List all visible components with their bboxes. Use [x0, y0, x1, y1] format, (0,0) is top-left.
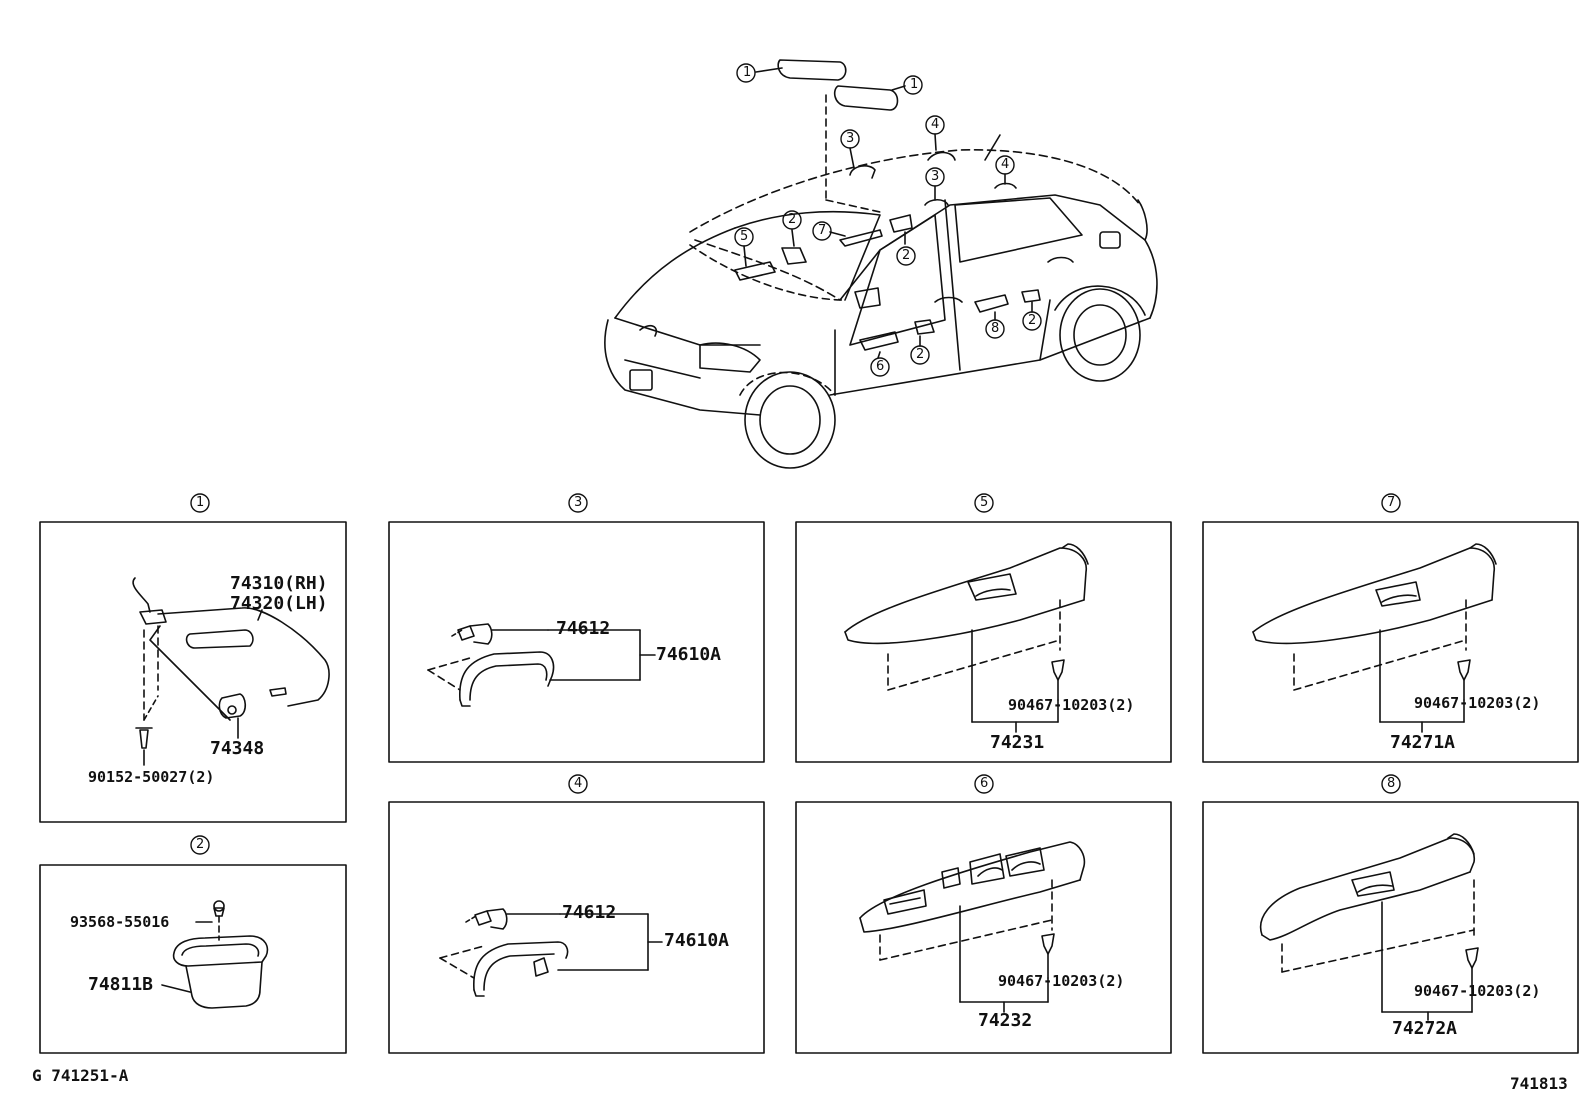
figure-code: G 741251-A [32, 1066, 129, 1085]
panel-4-grip-art [439, 908, 663, 997]
part-74320-lh: 74320(LH) [230, 593, 328, 614]
part-74610a-a: 74610A [656, 644, 722, 665]
panel-7-title: 7 [1387, 495, 1396, 510]
part-74310-rh: 74310(RH) [230, 573, 328, 594]
callout-6: 6 [876, 359, 885, 374]
panel-3-title: 3 [574, 495, 583, 510]
part-74232: 74232 [978, 1010, 1033, 1031]
panel-8-switch-art [1259, 833, 1479, 1021]
panel-3-grip-art [427, 623, 656, 707]
callout-5: 5 [740, 229, 749, 244]
panel-1-visor-art [132, 577, 330, 766]
part-74272a: 74272A [1392, 1018, 1458, 1039]
panel-4-title: 4 [574, 776, 583, 791]
panel-5-title: 5 [980, 495, 989, 510]
part-74271a: 74271A [1390, 732, 1456, 753]
callout-2d: 2 [1028, 313, 1037, 328]
panel-2-title: 2 [196, 837, 205, 852]
callout-3a: 3 [846, 131, 855, 146]
callout-2c: 2 [916, 347, 925, 362]
panel-7-switch-art [1252, 543, 1497, 733]
part-93568-55016: 93568-55016 [70, 913, 170, 931]
panel-6-switch-art [859, 841, 1086, 1013]
part-74612-b: 74612 [562, 902, 617, 923]
callout-8: 8 [991, 321, 1000, 336]
callout-3b: 3 [931, 169, 940, 184]
page-code: 741813 [1510, 1074, 1568, 1093]
part-74811b: 74811B [88, 974, 154, 995]
overview-callout-circles [734, 63, 1042, 377]
callout-4b: 4 [1001, 157, 1010, 172]
panel-5-switch-art [844, 543, 1089, 733]
panel-6-title: 6 [980, 776, 989, 791]
callout-4a: 4 [931, 117, 940, 132]
panel-frames [39, 521, 1579, 1054]
part-90467-10203-p6: 90467-10203(2) [998, 972, 1125, 990]
part-74612-a: 74612 [556, 618, 611, 639]
panel-8-title: 8 [1387, 776, 1396, 791]
callout-2b: 2 [902, 248, 911, 263]
part-74231: 74231 [990, 732, 1045, 753]
panel-title-circles [190, 493, 1401, 855]
part-90152-50027: 90152-50027(2) [88, 768, 215, 786]
callout-7: 7 [818, 223, 827, 238]
callout-2a: 2 [788, 212, 797, 227]
callout-1b: 1 [910, 77, 919, 92]
part-90467-10203-p5: 90467-10203(2) [1008, 696, 1135, 714]
part-90467-10203-p8: 90467-10203(2) [1414, 982, 1541, 1000]
part-74348: 74348 [210, 738, 265, 759]
callout-1a: 1 [743, 65, 752, 80]
part-74610a-b: 74610A [664, 930, 730, 951]
panel-1-title: 1 [196, 495, 205, 510]
panel-2-cup-art [161, 900, 269, 1009]
car-overview [604, 59, 1158, 469]
part-90467-10203-p7: 90467-10203(2) [1414, 694, 1541, 712]
